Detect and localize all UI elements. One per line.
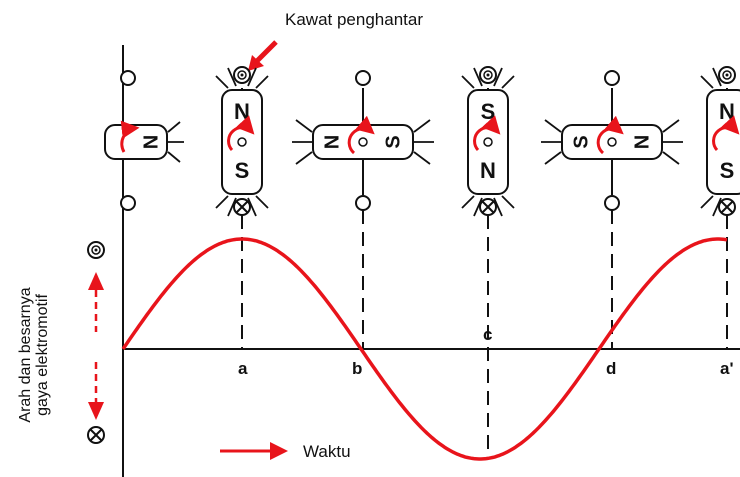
svg-text:S: S — [382, 135, 404, 148]
tick-label-d: d — [606, 359, 616, 378]
svg-text:N: N — [321, 135, 343, 149]
magnet-horizontal-partial-left: N — [104, 70, 184, 211]
svg-text:gaya elektromotif: gaya elektromotif — [34, 294, 51, 416]
rotation-arrow-icon — [473, 115, 501, 152]
dot-in-circle-icon — [718, 66, 736, 84]
tick-label-c: c — [483, 325, 492, 344]
svg-text:N: N — [480, 158, 496, 183]
magnet-horizontal-at-d: S N — [541, 70, 683, 211]
rotation-arrow-icon — [347, 115, 375, 155]
pointer-arrow-icon — [248, 40, 278, 71]
svg-text:N: N — [719, 99, 735, 124]
tick-label-a: a — [238, 359, 248, 378]
rotation-arrow-icon — [712, 115, 740, 152]
svg-text:N: N — [234, 99, 250, 124]
svg-text:N: N — [140, 135, 162, 149]
svg-text:N: N — [631, 135, 653, 149]
magnet-vertical-at-c: S N — [461, 66, 515, 217]
svg-text:Arah dan besarnya: Arah dan besarnya — [17, 287, 34, 422]
svg-text:S: S — [235, 158, 250, 183]
svg-text:S: S — [720, 158, 735, 183]
magnet-horizontal-at-b: N S — [292, 70, 434, 211]
magnet-vertical-at-a: N S — [215, 66, 269, 217]
dot-in-circle-icon — [479, 66, 497, 84]
emf-direction-arrow — [88, 272, 104, 420]
tick-label-b: b — [352, 359, 362, 378]
rotation-arrow-icon — [596, 115, 624, 155]
cross-in-circle-icon — [718, 198, 736, 216]
time-arrow — [220, 442, 288, 460]
cross-in-circle-icon — [233, 198, 251, 216]
emf-curve — [121, 237, 728, 461]
dot-in-circle-icon — [233, 66, 251, 84]
tick-label-a-prime: a' — [720, 359, 734, 378]
cross-in-circle-icon — [87, 426, 105, 444]
dot-in-circle-icon — [87, 241, 105, 259]
guide-lines — [241, 88, 728, 450]
svg-text:S: S — [481, 99, 496, 124]
title-label: Kawat penghantar — [285, 10, 423, 29]
time-label: Waktu — [303, 442, 351, 461]
cross-in-circle-icon — [479, 198, 497, 216]
svg-text:S: S — [570, 135, 592, 148]
magnet-vertical-partial-right: N S — [700, 66, 740, 217]
rotation-arrow-icon — [227, 115, 255, 152]
y-axis-label: Arah dan besarnya gaya elektromotif — [17, 287, 51, 422]
